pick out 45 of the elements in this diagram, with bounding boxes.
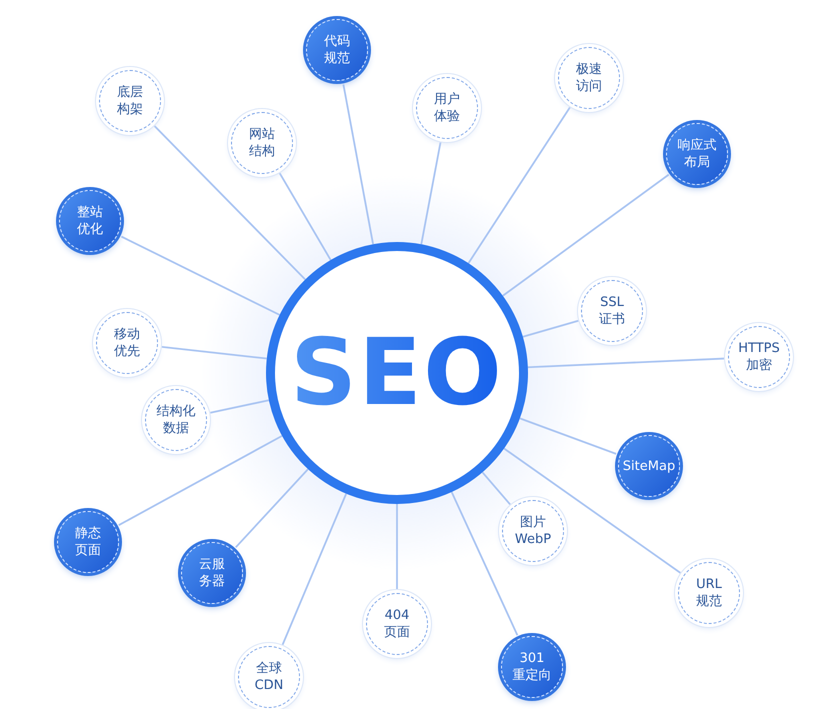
connector-line [504,448,681,574]
topic-label: 代码规范 [324,33,350,67]
connector-line [502,174,670,296]
topic-circle [501,636,563,698]
topic-label: 移动优先 [114,326,140,360]
topic-label: SSL证书 [599,294,625,328]
connector-line [210,399,270,414]
topic-label: 全球CDN [254,660,284,694]
connector-line [522,320,579,338]
topic-label: 云服务器 [199,556,225,590]
topic-label: 静态页面 [75,525,101,559]
topic-label: 底层构架 [117,84,143,118]
connector-line [278,172,332,260]
topic-label: 极速访问 [576,61,602,95]
topic-label: 网站结构 [249,126,275,160]
topic-label: 用户体验 [434,91,460,125]
topic-label: 整站优化 [77,204,103,238]
topic-circle [57,511,119,573]
connector-line [528,358,724,368]
connector-line [162,346,267,360]
topic-label: 图片WebP [514,514,552,548]
topic-label: 响应式布局 [678,137,716,171]
connector-line [118,435,282,526]
topic-label: HTTPS加密 [738,340,780,374]
connector-line [396,504,398,589]
connector-line [154,125,306,280]
connector-line [235,468,309,548]
connector-line [482,472,511,506]
topic-circle [59,190,121,252]
connector-line [120,236,280,316]
connector-line [342,84,374,244]
topic-circle [306,19,368,81]
topic-label: URL规范 [696,576,722,610]
connector-line [520,418,616,455]
topic-label: 结构化数据 [156,403,196,437]
connector-line [420,142,442,244]
topic-circle [618,435,680,497]
connector-line [468,106,571,264]
topic-circle [181,542,243,604]
topic-label: 301重定向 [512,650,552,684]
connector-line [450,492,518,636]
topic-label: SiteMap [622,458,676,474]
topic-circle [666,123,728,185]
topic-label: 404页面 [384,607,410,641]
connector-line [282,493,347,646]
